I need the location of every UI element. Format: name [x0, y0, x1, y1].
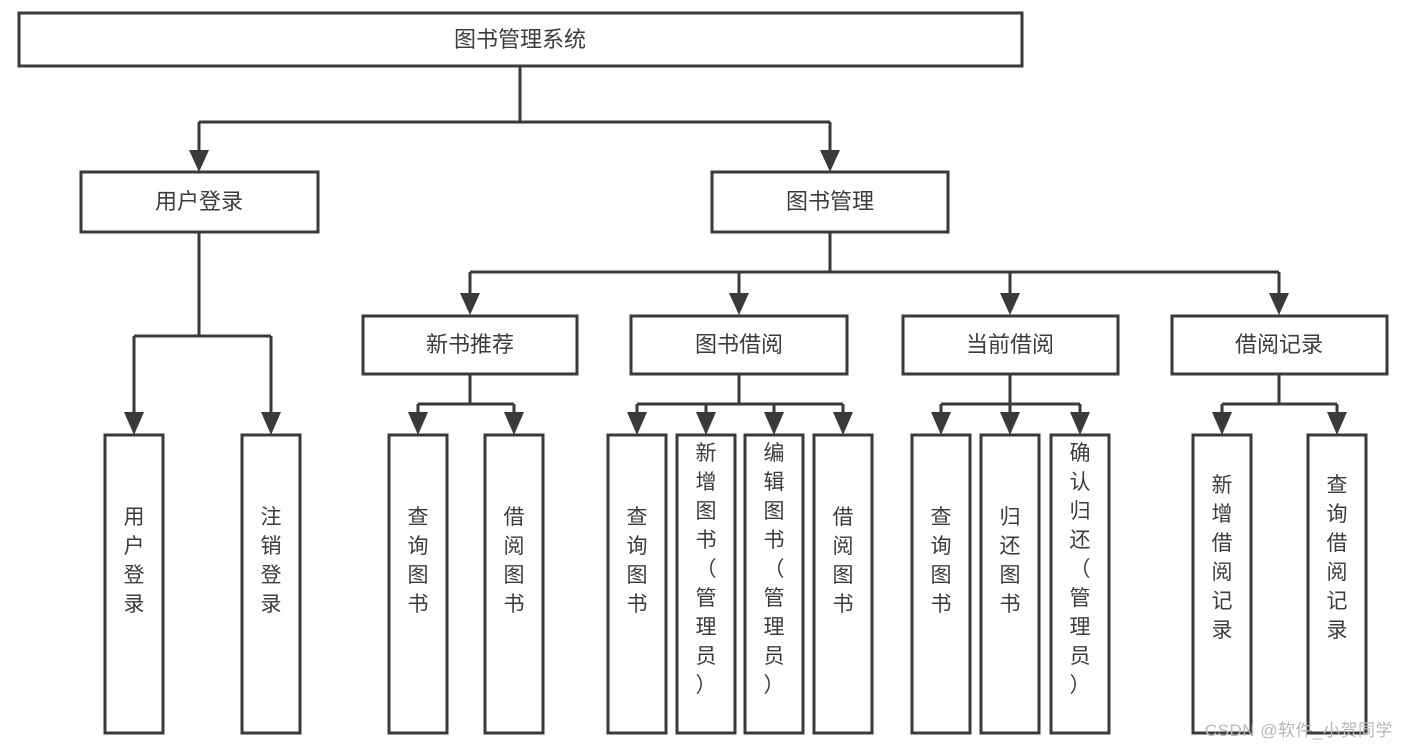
- connectors-group: [124, 66, 1347, 435]
- node-book-manage[interactable]: 图书管理: [710, 170, 950, 234]
- node-leaf-query-record-box: [1306, 433, 1368, 735]
- csdn-watermark: CSDN @软件_小贺同学: [1204, 721, 1393, 740]
- arrow-head-leaf-user-logout: [261, 412, 281, 435]
- node-leaf-query-book-3-box: [910, 433, 972, 735]
- node-leaf-query-record[interactable]: 查询借阅记录: [1306, 433, 1368, 735]
- node-leaf-query-book-3[interactable]: 查询图书: [910, 433, 972, 735]
- node-leaf-user-logout[interactable]: 注销登录: [240, 433, 302, 735]
- node-leaf-query-book-2-label: 查询图书: [627, 506, 648, 616]
- arrow-head-leaf-borrow-book-1: [504, 412, 524, 435]
- node-leaf-borrow-book-2[interactable]: 借阅图书: [812, 433, 874, 735]
- node-root-label: 图书管理系统: [454, 27, 586, 52]
- node-book-manage-box: [710, 170, 950, 234]
- node-book-manage-label: 图书管理: [786, 189, 874, 214]
- arrow-head-borrow-record: [1269, 293, 1289, 315]
- node-leaf-edit-book-label: 编辑图书（管理员）: [764, 442, 785, 697]
- node-new-book-recommend-label: 新书推荐: [426, 332, 514, 357]
- node-leaf-add-book-label: 新增图书（管理员）: [696, 442, 717, 697]
- arrow-head-leaf-query-book-2: [627, 412, 647, 435]
- node-current-borrow-label: 当前借阅: [966, 332, 1054, 357]
- node-borrow-record-label: 借阅记录: [1235, 332, 1323, 357]
- node-leaf-add-book[interactable]: 新增图书（管理员）: [675, 433, 737, 735]
- node-leaf-user-login[interactable]: 用户登录: [103, 433, 165, 735]
- node-leaf-user-logout-box: [240, 433, 302, 735]
- node-leaf-add-record-label: 新增借阅记录: [1212, 474, 1233, 642]
- node-leaf-query-book-1[interactable]: 查询图书: [387, 433, 449, 735]
- node-leaf-confirm-return-label: 确认归还（管理员）: [1070, 442, 1091, 697]
- node-new-book-recommend-box: [361, 314, 579, 376]
- node-leaf-borrow-book-1[interactable]: 借阅图书: [483, 433, 545, 735]
- node-borrow-record-box: [1170, 314, 1389, 376]
- node-leaf-add-book-box: [675, 433, 737, 735]
- node-current-borrow[interactable]: 当前借阅: [901, 314, 1120, 376]
- node-user-login-box: [79, 170, 320, 234]
- arrow-head-leaf-confirm-return: [1070, 412, 1090, 435]
- node-leaf-user-logout-label: 注销登录: [261, 506, 282, 616]
- node-leaf-confirm-return[interactable]: 确认归还（管理员）: [1049, 433, 1111, 735]
- node-root-box: [17, 11, 1024, 68]
- node-leaf-edit-book[interactable]: 编辑图书（管理员）: [743, 433, 805, 735]
- node-current-borrow-box: [901, 314, 1120, 376]
- node-leaf-borrow-book-1-box: [483, 433, 545, 735]
- node-leaf-return-book-box: [979, 433, 1041, 735]
- node-leaf-edit-book-box: [743, 433, 805, 735]
- node-leaf-query-book-2[interactable]: 查询图书: [606, 433, 668, 735]
- arrow-head-leaf-query-book-1: [408, 412, 428, 435]
- node-leaf-return-book[interactable]: 归还图书: [979, 433, 1041, 735]
- node-user-login-label: 用户登录: [155, 189, 243, 214]
- node-leaf-return-book-label: 归还图书: [1000, 506, 1021, 616]
- node-book-borrow[interactable]: 图书借阅: [629, 314, 849, 376]
- arrow-head-book-borrow: [729, 293, 749, 315]
- arrow-head-current-borrow: [1000, 293, 1020, 315]
- arrow-head-leaf-query-book-3: [931, 412, 951, 435]
- node-leaf-borrow-book-2-label: 借阅图书: [833, 506, 854, 616]
- node-book-borrow-label: 图书借阅: [695, 332, 783, 357]
- arrow-head-leaf-query-record: [1327, 412, 1347, 435]
- node-leaf-add-record-box: [1191, 433, 1253, 735]
- node-leaf-query-book-1-label: 查询图书: [408, 506, 429, 616]
- arrow-head-leaf-add-record: [1212, 412, 1232, 435]
- node-leaf-confirm-return-box: [1049, 433, 1111, 735]
- node-leaf-borrow-book-1-label: 借阅图书: [504, 506, 525, 616]
- node-leaf-query-book-2-box: [606, 433, 668, 735]
- node-leaf-query-book-3-label: 查询图书: [931, 506, 952, 616]
- node-leaf-query-book-1-box: [387, 433, 449, 735]
- node-book-borrow-box: [629, 314, 849, 376]
- node-leaf-user-login-label: 用户登录: [124, 506, 145, 616]
- arrow-head-leaf-borrow-book-2: [833, 412, 853, 435]
- arrow-head-leaf-user-login: [124, 412, 144, 435]
- node-leaf-query-record-label: 查询借阅记录: [1327, 474, 1348, 642]
- arrow-head-leaf-return-book: [1000, 412, 1020, 435]
- arrow-head-new-book-recommend: [460, 293, 480, 315]
- arrow-head-leaf-edit-book: [764, 412, 784, 435]
- node-root[interactable]: 图书管理系统: [17, 11, 1024, 68]
- arrow-head-leaf-add-book: [696, 412, 716, 435]
- arrow-head-book-manage: [820, 150, 840, 172]
- node-user-login[interactable]: 用户登录: [79, 170, 320, 234]
- node-borrow-record[interactable]: 借阅记录: [1170, 314, 1389, 376]
- node-new-book-recommend[interactable]: 新书推荐: [361, 314, 579, 376]
- arrow-head-user-login: [189, 150, 209, 172]
- node-leaf-borrow-book-2-box: [812, 433, 874, 735]
- node-leaf-add-record[interactable]: 新增借阅记录: [1191, 433, 1253, 735]
- node-leaf-user-login-box: [103, 433, 165, 735]
